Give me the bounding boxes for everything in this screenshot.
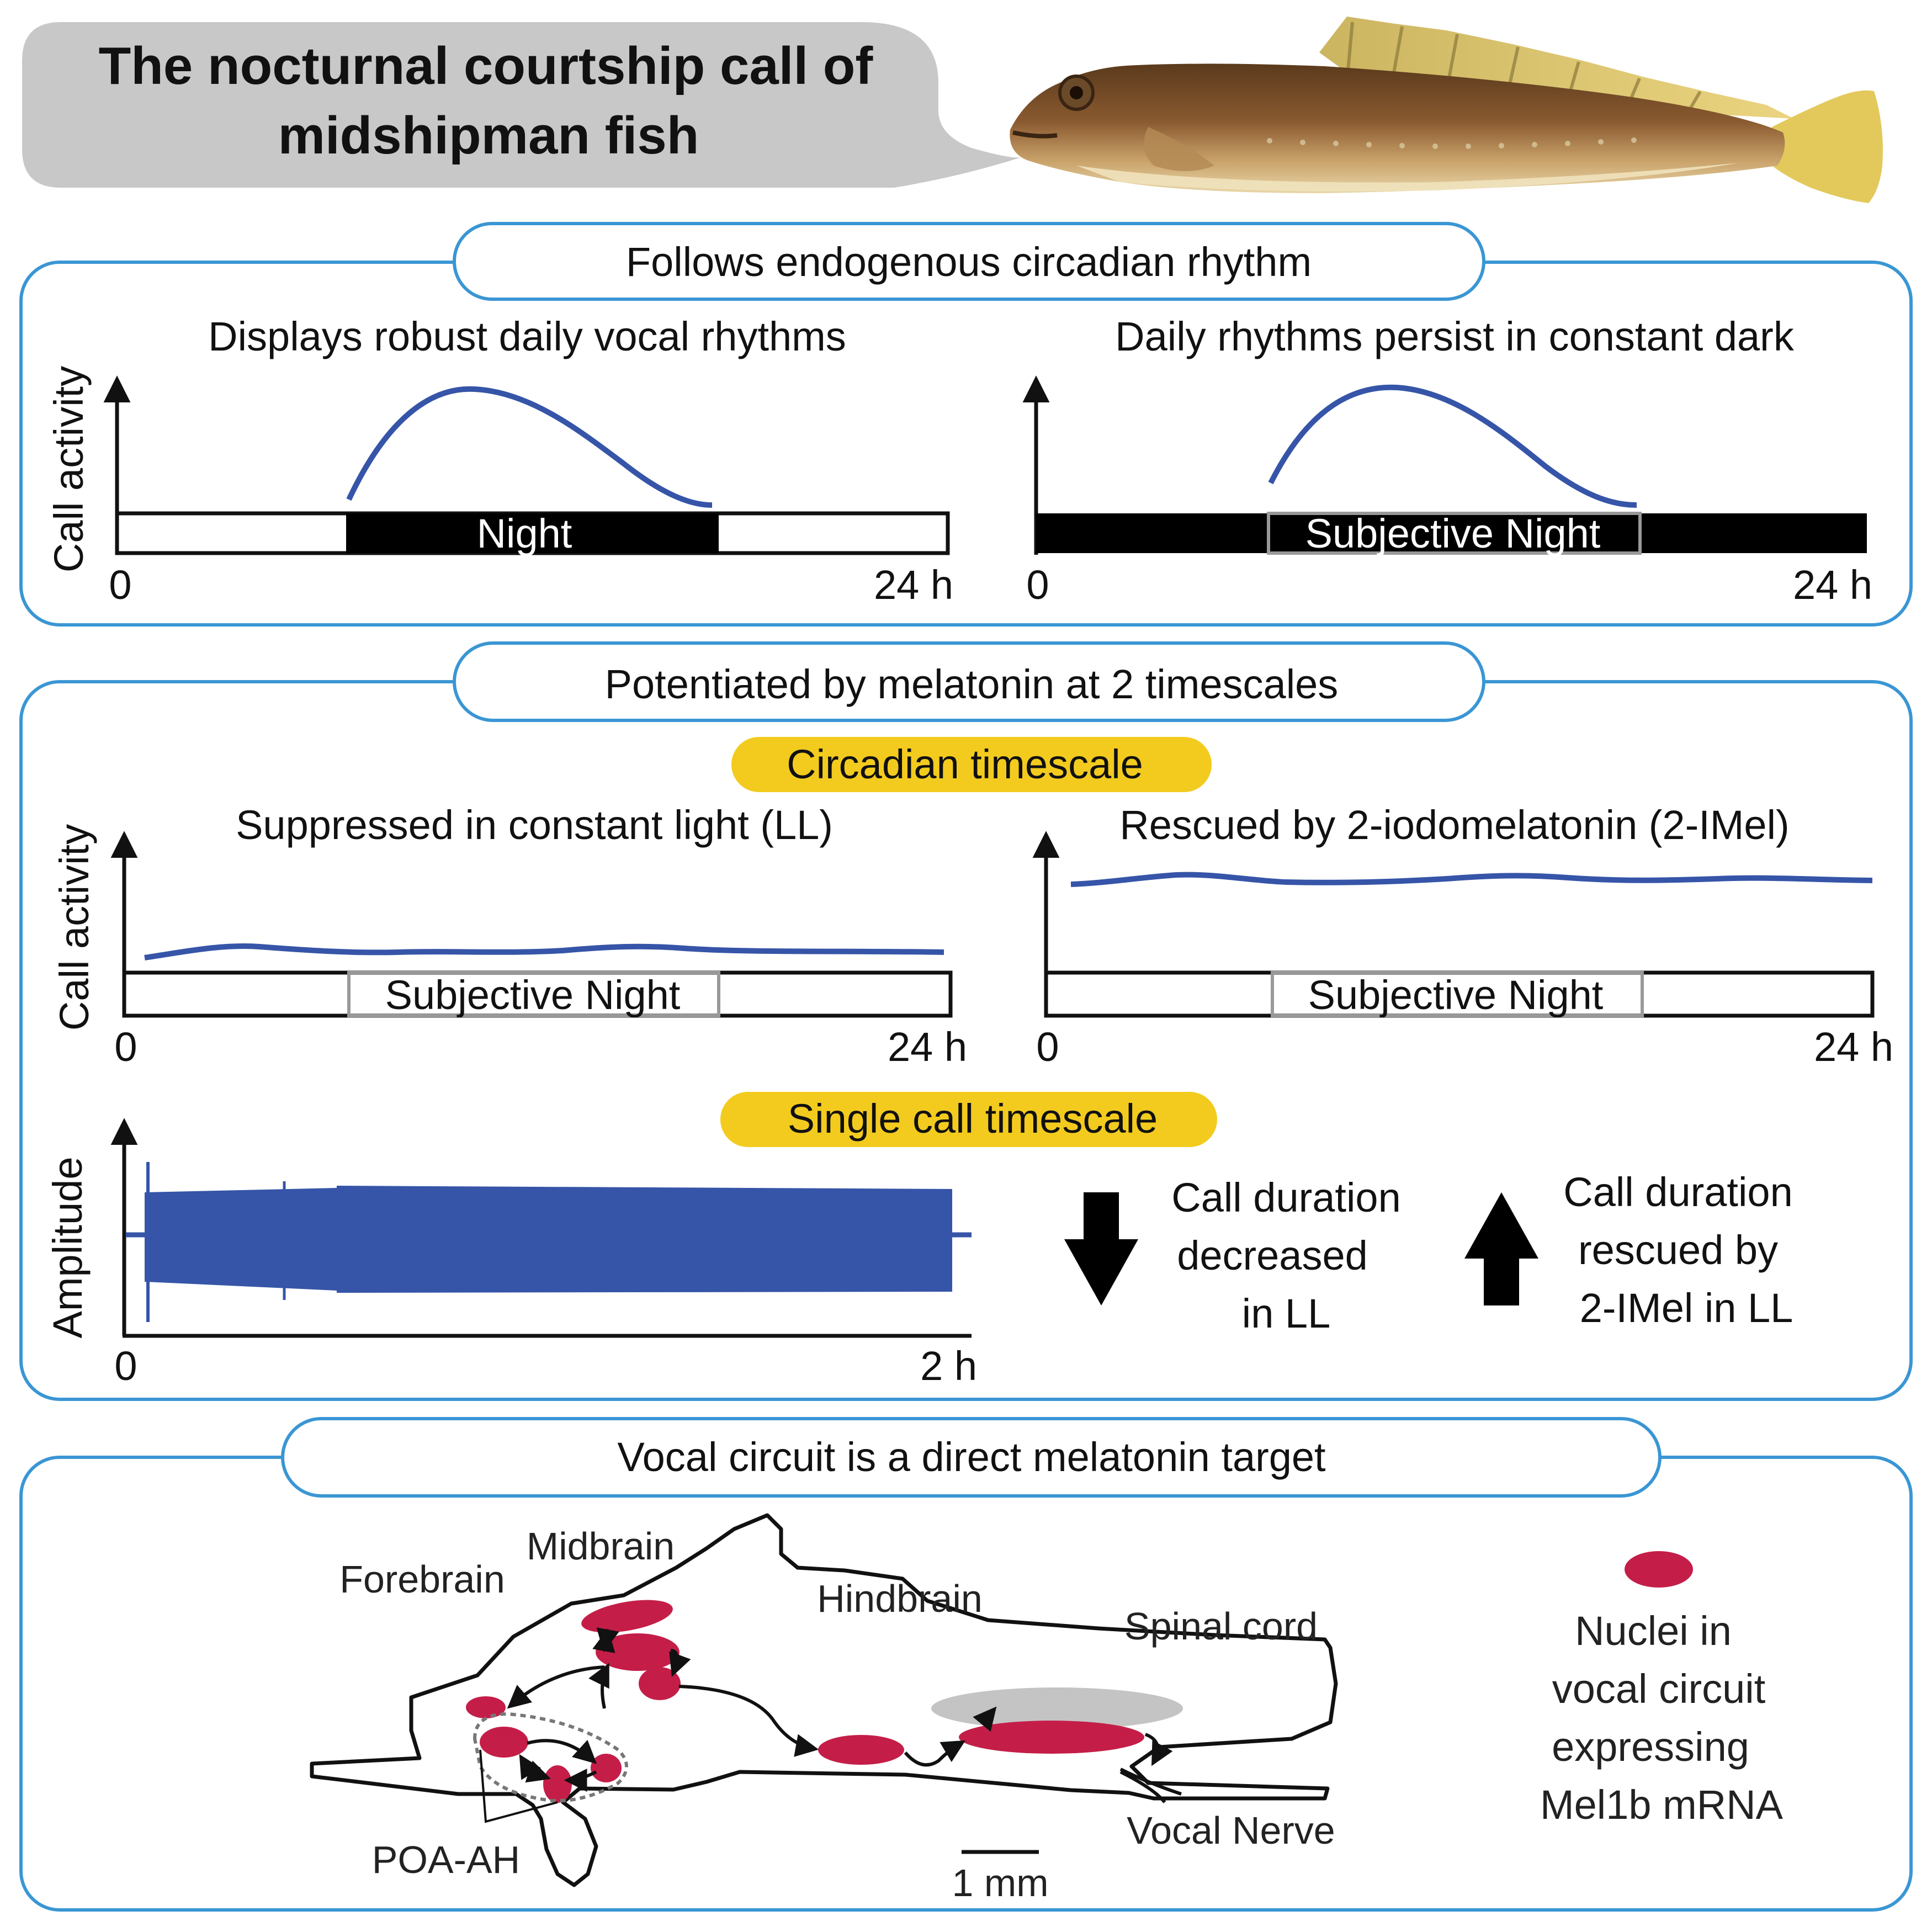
label-midbrain: Midbrain xyxy=(527,1525,675,1568)
poa-nucleus-1 xyxy=(480,1727,528,1758)
label-poa-ah: POA-AH xyxy=(372,1838,520,1881)
chart-call-amplitude: Amplitude 0 2 h xyxy=(45,1118,977,1389)
title-line-1: The nocturnal courtship call of xyxy=(99,36,874,95)
chart-subtitle: Displays robust daily vocal rhythms xyxy=(208,314,846,359)
chart-iodomelatonin-rescue: Rescued by 2-iodomelatonin (2-IMel) Subj… xyxy=(1032,802,1893,1070)
call-duration-decreased: Call duration decreased in LL xyxy=(1064,1175,1401,1336)
circadian-timescale-tag xyxy=(731,737,1212,792)
label-forebrain: Forebrain xyxy=(339,1558,505,1601)
single-call-timescale-tag xyxy=(720,1092,1217,1147)
poa-nucleus-2 xyxy=(543,1765,572,1803)
x-axis-end: 24 h xyxy=(1793,562,1872,608)
chart-subtitle: Daily rhythms persist in constant dark xyxy=(1115,314,1795,359)
legend-line-1: Nuclei in xyxy=(1575,1608,1732,1654)
call-duration-rescued: Call duration rescued by 2-IMel in LL xyxy=(1464,1169,1793,1331)
decrease-line-2: decreased xyxy=(1177,1233,1368,1278)
subjective-night-box xyxy=(1267,512,1642,555)
light-bar xyxy=(1044,970,1875,1018)
x-axis-end: 2 h xyxy=(920,1343,977,1389)
panel-1-header: Follows endogenous circadian rhythm xyxy=(626,239,1312,285)
night-label: Night xyxy=(477,511,572,556)
circuit-connections xyxy=(507,1627,1173,1792)
up-arrow-icon xyxy=(1464,1192,1538,1305)
spinal-vocal-nucleus xyxy=(959,1721,1144,1754)
y-axis-label: Call activity xyxy=(46,366,92,572)
label-spinal-cord: Spinal cord xyxy=(1124,1605,1318,1648)
panel-vocal-circuit: Vocal circuit is a direct melatonin targ… xyxy=(19,1417,1913,1912)
y-axis-label: Call activity xyxy=(51,824,97,1031)
decrease-line-3: in LL xyxy=(1242,1291,1330,1336)
subjective-night-label: Subjective Night xyxy=(1308,972,1604,1018)
fish-belly xyxy=(1076,163,1739,192)
midshipman-fish-photo xyxy=(1010,17,1883,203)
panel-3-header-pill xyxy=(281,1417,1662,1498)
poa-ah-region xyxy=(473,1712,628,1803)
panel-3-header: Vocal circuit is a direct melatonin targ… xyxy=(617,1434,1326,1480)
poa-ah-pointer xyxy=(479,1749,558,1823)
constant-dark-bar xyxy=(1036,513,1867,553)
subjective-night-label: Subjective Night xyxy=(385,972,681,1018)
rescue-line-2: rescued by xyxy=(1578,1227,1778,1273)
rescue-line-3: 2-IMel in LL xyxy=(1580,1285,1793,1331)
midbrain-nucleus-upper xyxy=(581,1600,673,1633)
panel-2-header: Potentiated by melatonin at 2 timescales xyxy=(605,661,1339,707)
speech-bubble-shape xyxy=(22,22,1021,188)
call-activity-curve xyxy=(346,386,713,508)
label-scale: 1 mm xyxy=(952,1861,1049,1904)
x-axis-start: 0 xyxy=(1036,1024,1059,1070)
chart-constant-light: Suppressed in constant light (LL) Call a… xyxy=(51,802,967,1070)
x-axis-start: 0 xyxy=(1026,562,1049,608)
x-axis-start: 0 xyxy=(109,562,131,608)
tail-fin xyxy=(1772,90,1883,203)
panel-melatonin-timescales: Potentiated by melatonin at 2 timescales… xyxy=(19,641,1913,1401)
title-bubble: The nocturnal courtship call of midshipm… xyxy=(22,22,1021,188)
chart-daily-vocal-rhythm: Displays robust daily vocal rhythms Call… xyxy=(46,314,953,608)
x-axis-end: 24 h xyxy=(874,562,953,608)
chart-subtitle: Suppressed in constant light (LL) xyxy=(236,802,833,848)
subjective-night-box xyxy=(1271,971,1644,1017)
rescue-line-1: Call duration xyxy=(1563,1169,1792,1215)
legend-line-2: vocal circuit xyxy=(1552,1666,1766,1712)
brain-diagram xyxy=(310,1513,1338,1887)
x-axis-end: 24 h xyxy=(888,1024,967,1070)
title-line-2: midshipman fish xyxy=(278,106,699,165)
panel-2-header-pill xyxy=(453,641,1485,722)
decrease-line-1: Call duration xyxy=(1171,1175,1400,1220)
subjective-night-box xyxy=(347,971,720,1017)
label-hindbrain: Hindbrain xyxy=(817,1577,983,1620)
panel-circadian-rhythm: Follows endogenous circadian rhythm Disp… xyxy=(19,222,1913,627)
call-activity-curve xyxy=(1268,384,1637,508)
legend-line-4: Mel1b mRNA xyxy=(1540,1782,1784,1828)
nucleus-legend: Nuclei in vocal circuit expressing Mel1b… xyxy=(1540,1551,1784,1828)
call-activity-curve xyxy=(1070,872,1873,887)
down-arrow-icon xyxy=(1064,1192,1138,1305)
legend-line-3: expressing xyxy=(1552,1724,1749,1770)
panel-1-header-pill xyxy=(453,222,1485,301)
night-bar xyxy=(346,513,719,553)
chart-subtitle: Rescued by 2-iodomelatonin (2-IMel) xyxy=(1119,802,1789,848)
x-axis-start: 0 xyxy=(114,1024,137,1070)
subjective-night-label: Subjective Night xyxy=(1305,511,1601,556)
label-vocal-nerve: Vocal Nerve xyxy=(1127,1809,1335,1852)
poa-nucleus-3 xyxy=(591,1754,622,1782)
vocal-nerve xyxy=(1119,1768,1182,1803)
forebrain-nucleus xyxy=(466,1696,506,1718)
hindbrain-nucleus xyxy=(818,1735,904,1765)
call-waveform xyxy=(145,1186,952,1293)
pectoral-fin xyxy=(1144,127,1214,171)
circadian-timescale-label: Circadian timescale xyxy=(787,741,1143,787)
single-call-timescale-label: Single call timescale xyxy=(788,1096,1158,1142)
legend-nucleus-swatch xyxy=(1625,1551,1693,1588)
x-axis-start: 0 xyxy=(114,1343,137,1389)
fish-mouth xyxy=(1012,130,1058,139)
y-axis-label: Amplitude xyxy=(45,1156,91,1338)
call-activity-curve xyxy=(144,943,944,960)
midbrain-nucleus-lower xyxy=(596,1633,680,1671)
x-axis-end: 24 h xyxy=(1814,1024,1893,1070)
chart-constant-dark: Daily rhythms persist in constant dark S… xyxy=(1022,314,1872,608)
